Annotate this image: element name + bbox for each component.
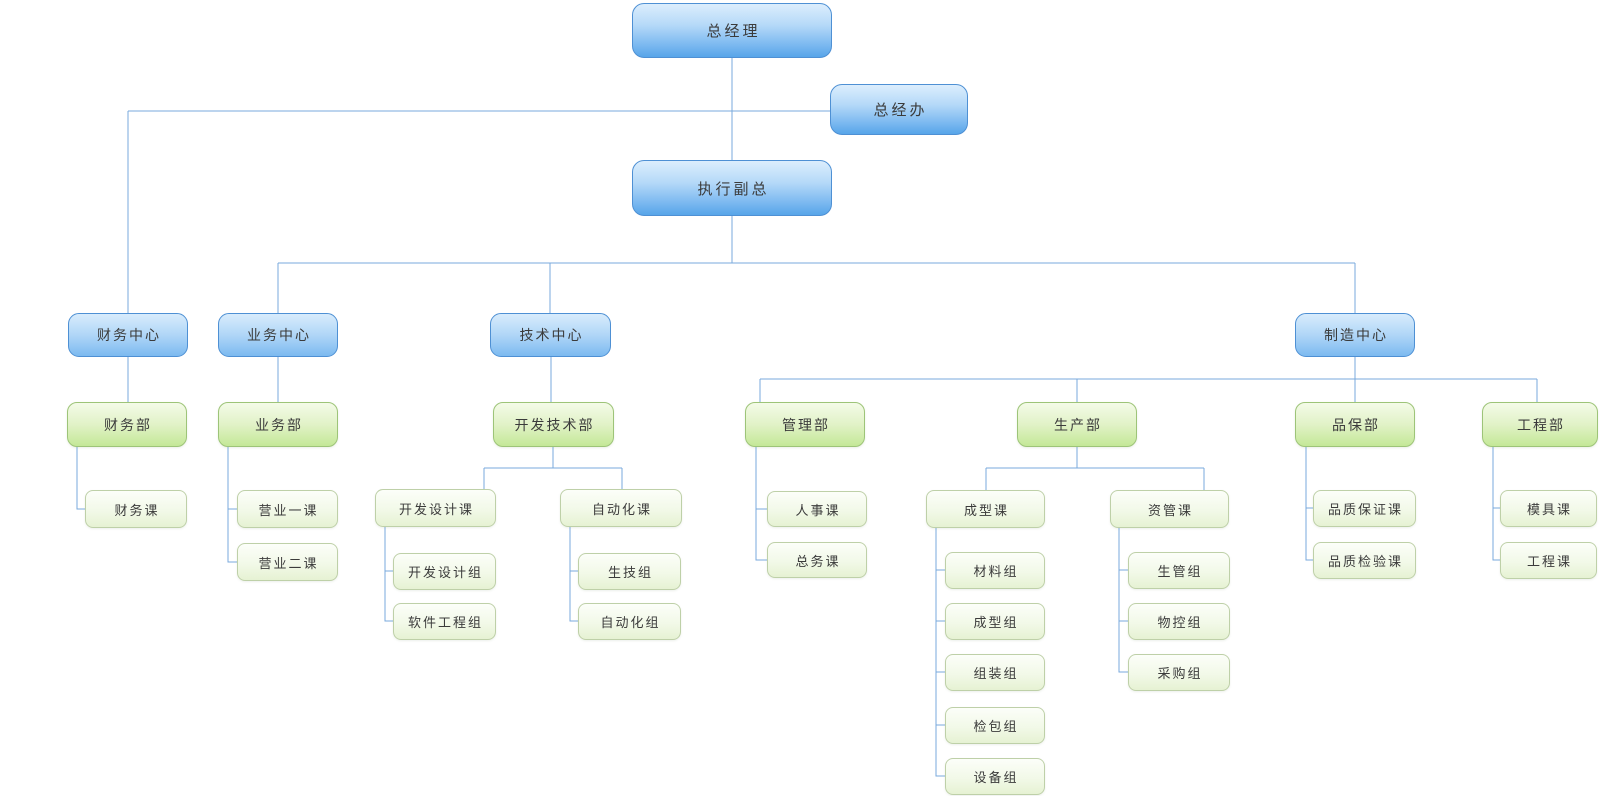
org-node-label-matcontrol-group: 物控组 bbox=[1157, 616, 1203, 631]
org-node-label-sales-section-2: 营业二课 bbox=[258, 556, 319, 572]
org-node-label-devtech-dept: 开发技术部 bbox=[514, 417, 595, 434]
org-node-engineering-section[interactable]: 工程课 bbox=[1500, 542, 1597, 579]
org-node-label-gm-office: 总经办 bbox=[873, 101, 928, 119]
org-node-label-hr-section: 人事课 bbox=[795, 503, 841, 519]
org-node-label-mold-section: 模具课 bbox=[1526, 503, 1572, 518]
org-node-sales-section-1[interactable]: 营业一课 bbox=[237, 490, 338, 528]
org-node-label-finance-center: 财务中心 bbox=[97, 328, 161, 344]
org-node-label-resource-section: 资管课 bbox=[1147, 503, 1193, 519]
org-node-devdesign-group[interactable]: 开发设计组 bbox=[393, 553, 496, 590]
org-node-business-dept[interactable]: 业务部 bbox=[218, 402, 338, 447]
org-node-label-prodtech-group: 生技组 bbox=[607, 566, 653, 581]
connector-finance-dept-elbow bbox=[76, 447, 85, 510]
org-node-sales-section-2[interactable]: 营业二课 bbox=[237, 543, 338, 581]
org-node-label-gm: 总经理 bbox=[706, 22, 761, 40]
connector-engineering-dept-elbow bbox=[1492, 447, 1500, 561]
org-node-label-material-group: 材料组 bbox=[973, 565, 1019, 580]
org-node-label-molding-group: 成型组 bbox=[973, 616, 1019, 631]
org-node-label-automation-group: 自动化组 bbox=[600, 616, 661, 631]
org-node-label-qa-assurance-section: 品质保证课 bbox=[1327, 503, 1403, 518]
org-node-prodtech-group[interactable]: 生技组 bbox=[578, 553, 681, 590]
org-node-molding-group[interactable]: 成型组 bbox=[945, 603, 1045, 640]
org-node-devtech-dept[interactable]: 开发技术部 bbox=[493, 402, 614, 447]
org-node-label-software-group: 软件工程组 bbox=[407, 616, 483, 631]
org-node-purchasing-group[interactable]: 采购组 bbox=[1128, 654, 1230, 691]
org-node-assembly-group[interactable]: 组装组 bbox=[945, 654, 1045, 691]
org-node-label-purchasing-group: 采购组 bbox=[1157, 667, 1203, 682]
org-node-finance-dept[interactable]: 财务部 bbox=[67, 402, 187, 447]
org-node-engineering-dept[interactable]: 工程部 bbox=[1482, 402, 1598, 447]
org-node-label-evp: 执行副总 bbox=[697, 179, 770, 198]
org-node-matcontrol-group[interactable]: 物控组 bbox=[1128, 603, 1230, 640]
org-node-label-molding-section: 成型课 bbox=[963, 503, 1009, 519]
org-node-prodcontrol-group[interactable]: 生管组 bbox=[1128, 552, 1230, 589]
connector-qa-dept-elbow bbox=[1305, 447, 1313, 561]
org-node-label-admin-dept: 管理部 bbox=[782, 417, 830, 434]
org-node-label-business-center: 业务中心 bbox=[247, 328, 311, 344]
connector-molding-section-elbow bbox=[935, 528, 945, 777]
org-node-automation-section[interactable]: 自动化课 bbox=[560, 489, 682, 527]
org-node-mfg-center[interactable]: 制造中心 bbox=[1295, 313, 1415, 357]
org-node-equipment-group[interactable]: 设备组 bbox=[945, 758, 1045, 795]
org-node-label-qa-inspection-section: 品质检验课 bbox=[1327, 555, 1403, 570]
org-node-label-sales-section-1: 营业一课 bbox=[258, 503, 319, 519]
org-node-genaffairs-section[interactable]: 总务课 bbox=[767, 542, 867, 578]
org-node-hr-section[interactable]: 人事课 bbox=[767, 491, 867, 527]
connector-devdesign-section-elbow bbox=[384, 527, 393, 622]
org-node-gm[interactable]: 总经理 bbox=[632, 3, 832, 58]
connector-resource-section-elbow bbox=[1118, 528, 1128, 673]
org-node-label-inspection-group: 检包组 bbox=[973, 720, 1019, 735]
org-node-admin-dept[interactable]: 管理部 bbox=[745, 402, 865, 447]
org-node-tech-center[interactable]: 技术中心 bbox=[490, 313, 611, 357]
connector-business-dept-elbow bbox=[227, 447, 237, 563]
org-node-label-business-dept: 业务部 bbox=[255, 417, 303, 434]
org-node-mold-section[interactable]: 模具课 bbox=[1500, 490, 1597, 527]
org-node-label-tech-center: 技术中心 bbox=[519, 328, 584, 344]
org-node-label-devdesign-section: 开发设计课 bbox=[398, 502, 474, 518]
org-node-label-finance-section: 财务课 bbox=[114, 503, 160, 519]
org-node-resource-section[interactable]: 资管课 bbox=[1110, 490, 1229, 528]
org-node-gm-office[interactable]: 总经办 bbox=[830, 84, 968, 135]
org-node-label-production-dept: 生产部 bbox=[1054, 417, 1102, 434]
org-node-evp[interactable]: 执行副总 bbox=[632, 160, 832, 216]
org-node-label-genaffairs-section: 总务课 bbox=[795, 554, 841, 570]
org-node-molding-section[interactable]: 成型课 bbox=[926, 490, 1045, 528]
connector-automation-section-elbow bbox=[569, 527, 578, 622]
org-node-label-prodcontrol-group: 生管组 bbox=[1157, 565, 1203, 580]
org-node-label-equipment-group: 设备组 bbox=[973, 771, 1019, 786]
org-node-label-qa-dept: 品保部 bbox=[1332, 417, 1380, 434]
org-node-production-dept[interactable]: 生产部 bbox=[1017, 402, 1137, 447]
org-node-qa-inspection-section[interactable]: 品质检验课 bbox=[1313, 542, 1416, 579]
org-node-material-group[interactable]: 材料组 bbox=[945, 552, 1045, 589]
org-node-business-center[interactable]: 业务中心 bbox=[218, 313, 338, 357]
org-node-label-devdesign-group: 开发设计组 bbox=[407, 566, 483, 581]
org-node-finance-center[interactable]: 财务中心 bbox=[68, 313, 188, 357]
org-node-label-assembly-group: 组装组 bbox=[973, 667, 1019, 682]
org-node-label-mfg-center: 制造中心 bbox=[1324, 328, 1388, 344]
org-node-software-group[interactable]: 软件工程组 bbox=[393, 603, 496, 640]
connector-admin-dept-elbow bbox=[755, 447, 767, 561]
org-node-qa-assurance-section[interactable]: 品质保证课 bbox=[1313, 490, 1416, 527]
org-node-label-finance-dept: 财务部 bbox=[104, 417, 152, 434]
org-node-label-automation-section: 自动化课 bbox=[591, 502, 652, 518]
org-node-finance-section[interactable]: 财务课 bbox=[85, 490, 187, 528]
org-node-devdesign-section[interactable]: 开发设计课 bbox=[375, 489, 496, 527]
org-node-label-engineering-dept: 工程部 bbox=[1517, 417, 1565, 434]
org-node-qa-dept[interactable]: 品保部 bbox=[1295, 402, 1415, 447]
org-node-label-engineering-section: 工程课 bbox=[1526, 555, 1572, 570]
org-node-inspection-group[interactable]: 检包组 bbox=[945, 707, 1045, 744]
org-node-automation-group[interactable]: 自动化组 bbox=[578, 603, 681, 640]
